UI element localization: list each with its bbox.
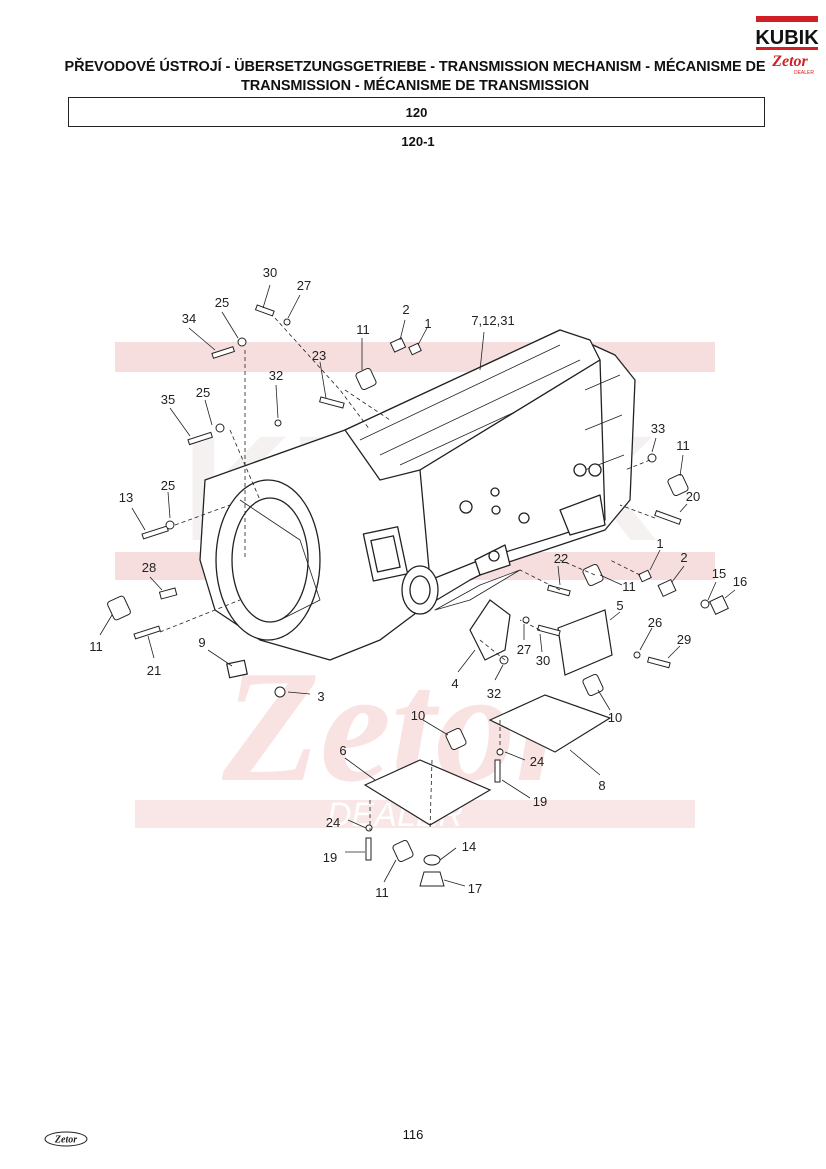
callout-28: 28	[142, 560, 156, 575]
callout-7-12-31: 7,12,31	[471, 313, 514, 328]
callout-32: 32	[269, 368, 283, 383]
fasteners	[107, 304, 729, 887]
callout-11b: 11	[676, 438, 690, 453]
footer-brand: Zetor	[54, 1135, 77, 1146]
callout-35: 35	[161, 392, 175, 407]
callout-19b: 19	[323, 850, 337, 865]
callout-23: 23	[312, 348, 326, 363]
callout-24: 24	[530, 754, 544, 769]
callout-29: 29	[677, 632, 691, 647]
gasket-5	[557, 609, 613, 676]
callout-20: 20	[686, 489, 700, 504]
logo-sub-brand: Zetor	[771, 53, 808, 70]
callout-15: 15	[712, 566, 726, 581]
cover-plate-8	[488, 694, 612, 753]
callout-5: 5	[616, 598, 623, 613]
callout-34: 34	[182, 311, 196, 326]
leader-lines	[159, 317, 656, 831]
group-number: 120	[405, 104, 428, 120]
callout-2: 2	[402, 302, 409, 317]
figure-number: 120-1	[401, 134, 435, 149]
callout-21: 21	[147, 663, 161, 678]
callout-6: 6	[339, 743, 346, 758]
cover-4	[469, 599, 511, 661]
callout-24b: 24	[326, 815, 340, 830]
callout-27b: 27	[517, 642, 531, 657]
logo-dealer: DEALER	[794, 70, 814, 76]
callout-2b: 2	[680, 550, 687, 565]
callout-8: 8	[598, 778, 605, 793]
callout-11e: 11	[375, 885, 389, 900]
callout-11: 11	[356, 322, 370, 337]
cover-plates	[226, 599, 613, 826]
page-number: 116	[402, 1127, 424, 1142]
block-9	[226, 659, 248, 679]
callout-11c: 11	[622, 579, 636, 594]
callout-22: 22	[554, 551, 568, 566]
callout-leaders	[99, 284, 736, 887]
callout-19: 19	[533, 794, 547, 809]
callout-30: 30	[263, 265, 277, 280]
transmission-housing	[199, 329, 636, 661]
callout-17: 17	[468, 881, 482, 896]
callout-25b: 25	[196, 385, 210, 400]
callout-32b: 32	[487, 686, 501, 701]
callout-14: 14	[462, 839, 476, 854]
callout-33: 33	[651, 421, 665, 436]
callout-27: 27	[297, 278, 311, 293]
page-title: PŘEVODOVÉ ÚSTROJÍ - ÜBERSETZUNGSGETRIEBE…	[64, 59, 766, 94]
callout-26: 26	[648, 615, 662, 630]
callout-25: 25	[215, 295, 229, 310]
callout-4: 4	[451, 676, 458, 691]
callout-11d: 11	[89, 639, 103, 654]
kubik-zetor-logo: KUBIK Zetor DEALER	[755, 16, 819, 76]
callout-numbers: 30 27 25 34 11 2 1 7,12,31 23 32 35 25 3…	[89, 265, 747, 900]
callout-30b: 30	[536, 653, 550, 668]
callout-1: 1	[424, 316, 431, 331]
footer-zetor-logo: Zetor	[44, 1131, 88, 1147]
callout-1b: 1	[656, 536, 663, 551]
group-number-box: 120	[68, 97, 765, 127]
logo-brand: KUBIK	[755, 27, 819, 49]
callout-9: 9	[198, 635, 205, 650]
cover-plate-6	[363, 759, 492, 826]
callout-10b: 10	[608, 710, 622, 725]
callout-25c: 25	[161, 478, 175, 493]
callout-3: 3	[317, 689, 324, 704]
callout-10: 10	[411, 708, 425, 723]
callout-13: 13	[119, 490, 133, 505]
callout-16: 16	[733, 574, 747, 589]
